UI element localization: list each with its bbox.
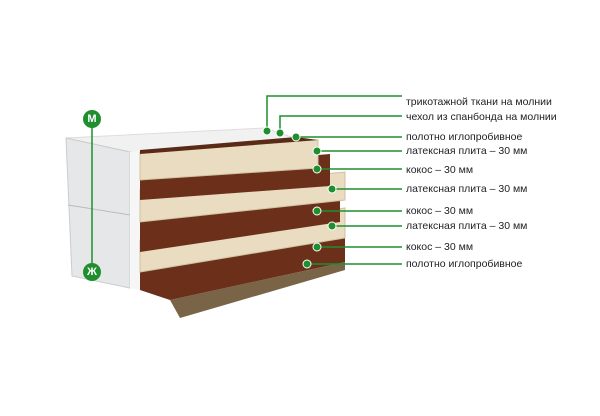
firmness-top-badge: М xyxy=(83,110,101,128)
layer-label: полотно иглопробивное xyxy=(406,258,523,270)
firmness-bottom-badge: Ж xyxy=(83,263,101,281)
layer-label: трикотажной ткани на молнии xyxy=(406,96,552,108)
layer-label: кокос – 30 мм xyxy=(406,205,474,217)
felt-top xyxy=(140,137,318,154)
layer-label: чехол из спанбонда на молнии xyxy=(406,111,557,123)
leader-dots xyxy=(262,126,337,269)
layer-label: латексная плита – 30 мм xyxy=(406,220,528,232)
layer-label: латексная плита – 30 мм xyxy=(406,145,528,157)
layer-label: полотно иглопробивное xyxy=(406,131,523,143)
felt-bottom xyxy=(170,262,345,318)
layer-label: кокос – 30 мм xyxy=(406,164,474,176)
cover-inner xyxy=(130,150,140,290)
layer-label: кокос – 30 мм xyxy=(406,241,474,253)
layer-label: латексная плита – 30 мм xyxy=(406,183,528,195)
leader-lines xyxy=(266,95,402,265)
